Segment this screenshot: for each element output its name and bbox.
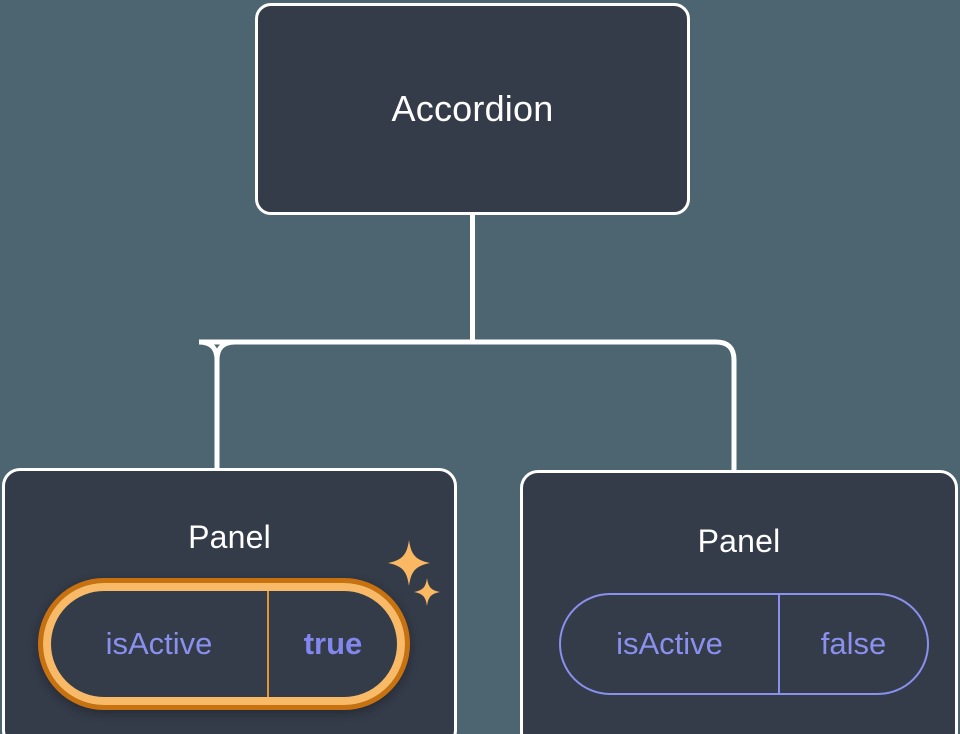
tree-node-panel-2[interactable]: Panel isActive false xyxy=(520,470,958,734)
prop-value: true xyxy=(267,591,397,697)
prop-pill-isactive-false[interactable]: isActive false xyxy=(559,593,929,695)
prop-pill-body: isActive true xyxy=(51,591,397,697)
prop-value: false xyxy=(778,595,927,693)
tree-node-panel-1[interactable]: Panel isActive true xyxy=(2,468,457,734)
tree-node-accordion[interactable]: Accordion xyxy=(255,3,690,215)
prop-key: isActive xyxy=(616,626,723,661)
edge-to-panel-2 xyxy=(472,339,737,472)
tree-node-panel-2-label: Panel xyxy=(697,523,781,559)
prop-key: isActive xyxy=(105,626,213,661)
edge-to-panel-1 xyxy=(198,339,473,470)
edge-to-panel-1-elbow xyxy=(214,339,473,470)
prop-pill-isactive-true[interactable]: isActive true xyxy=(38,578,410,710)
tree-node-accordion-label: Accordion xyxy=(391,88,554,129)
tree-node-panel-1-label: Panel xyxy=(188,519,271,555)
